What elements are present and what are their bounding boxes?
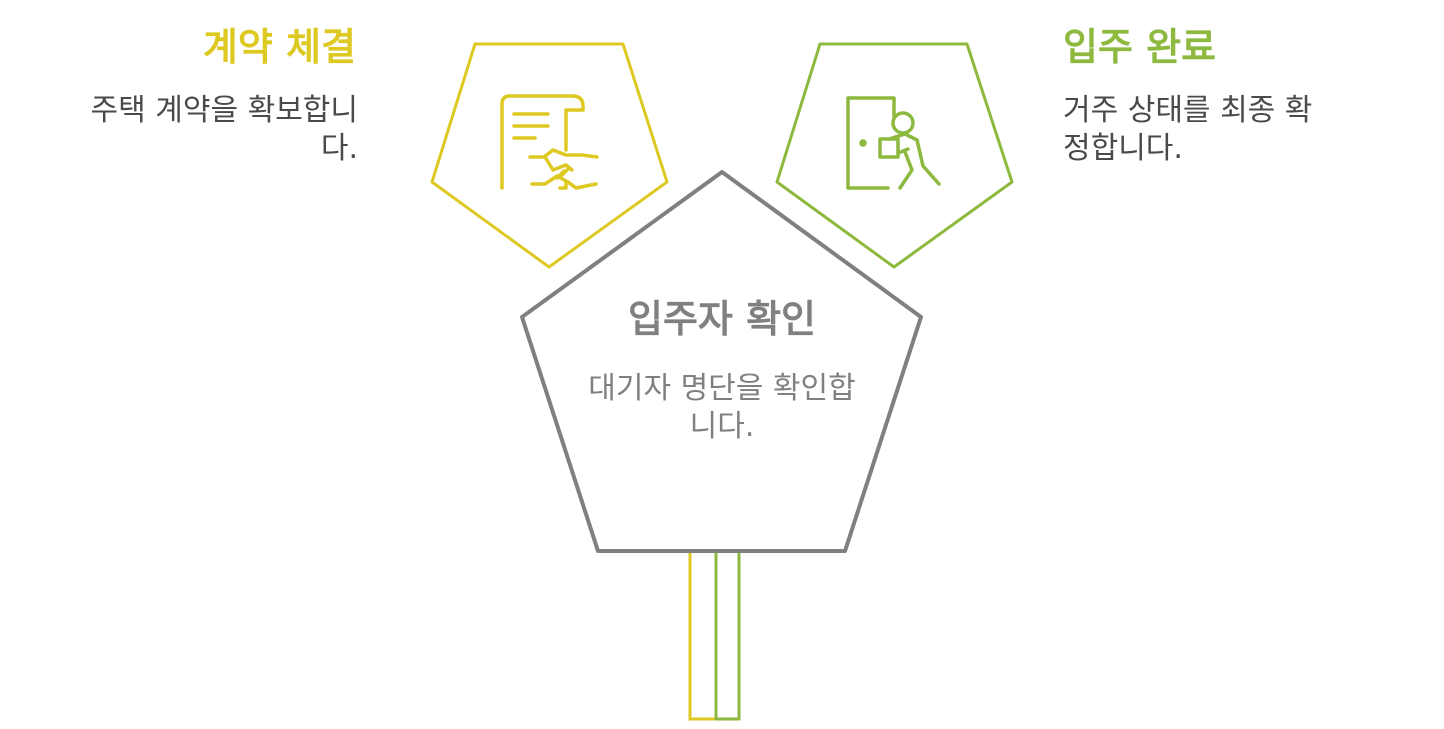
verify-description: 대기자 명단을 확인합니다.: [588, 371, 856, 444]
contract-title: 계약 체결: [202, 25, 356, 69]
contract-description: 주택 계약을 확보합니다.: [90, 93, 358, 166]
verify-pentagon: [520, 170, 923, 553]
person-carrying-box-icon: [846, 96, 941, 190]
movein-description: 거주 상태를 최종 확정합니다.: [1063, 93, 1313, 166]
verify-title: 입주자 확인: [627, 297, 817, 341]
movein-title: 입주 완료: [1063, 25, 1217, 69]
movein-stem: [714, 548, 741, 721]
contract-handshake-icon: [500, 94, 599, 190]
contract-pentagon: [430, 42, 669, 269]
contract-stem: [688, 548, 718, 721]
